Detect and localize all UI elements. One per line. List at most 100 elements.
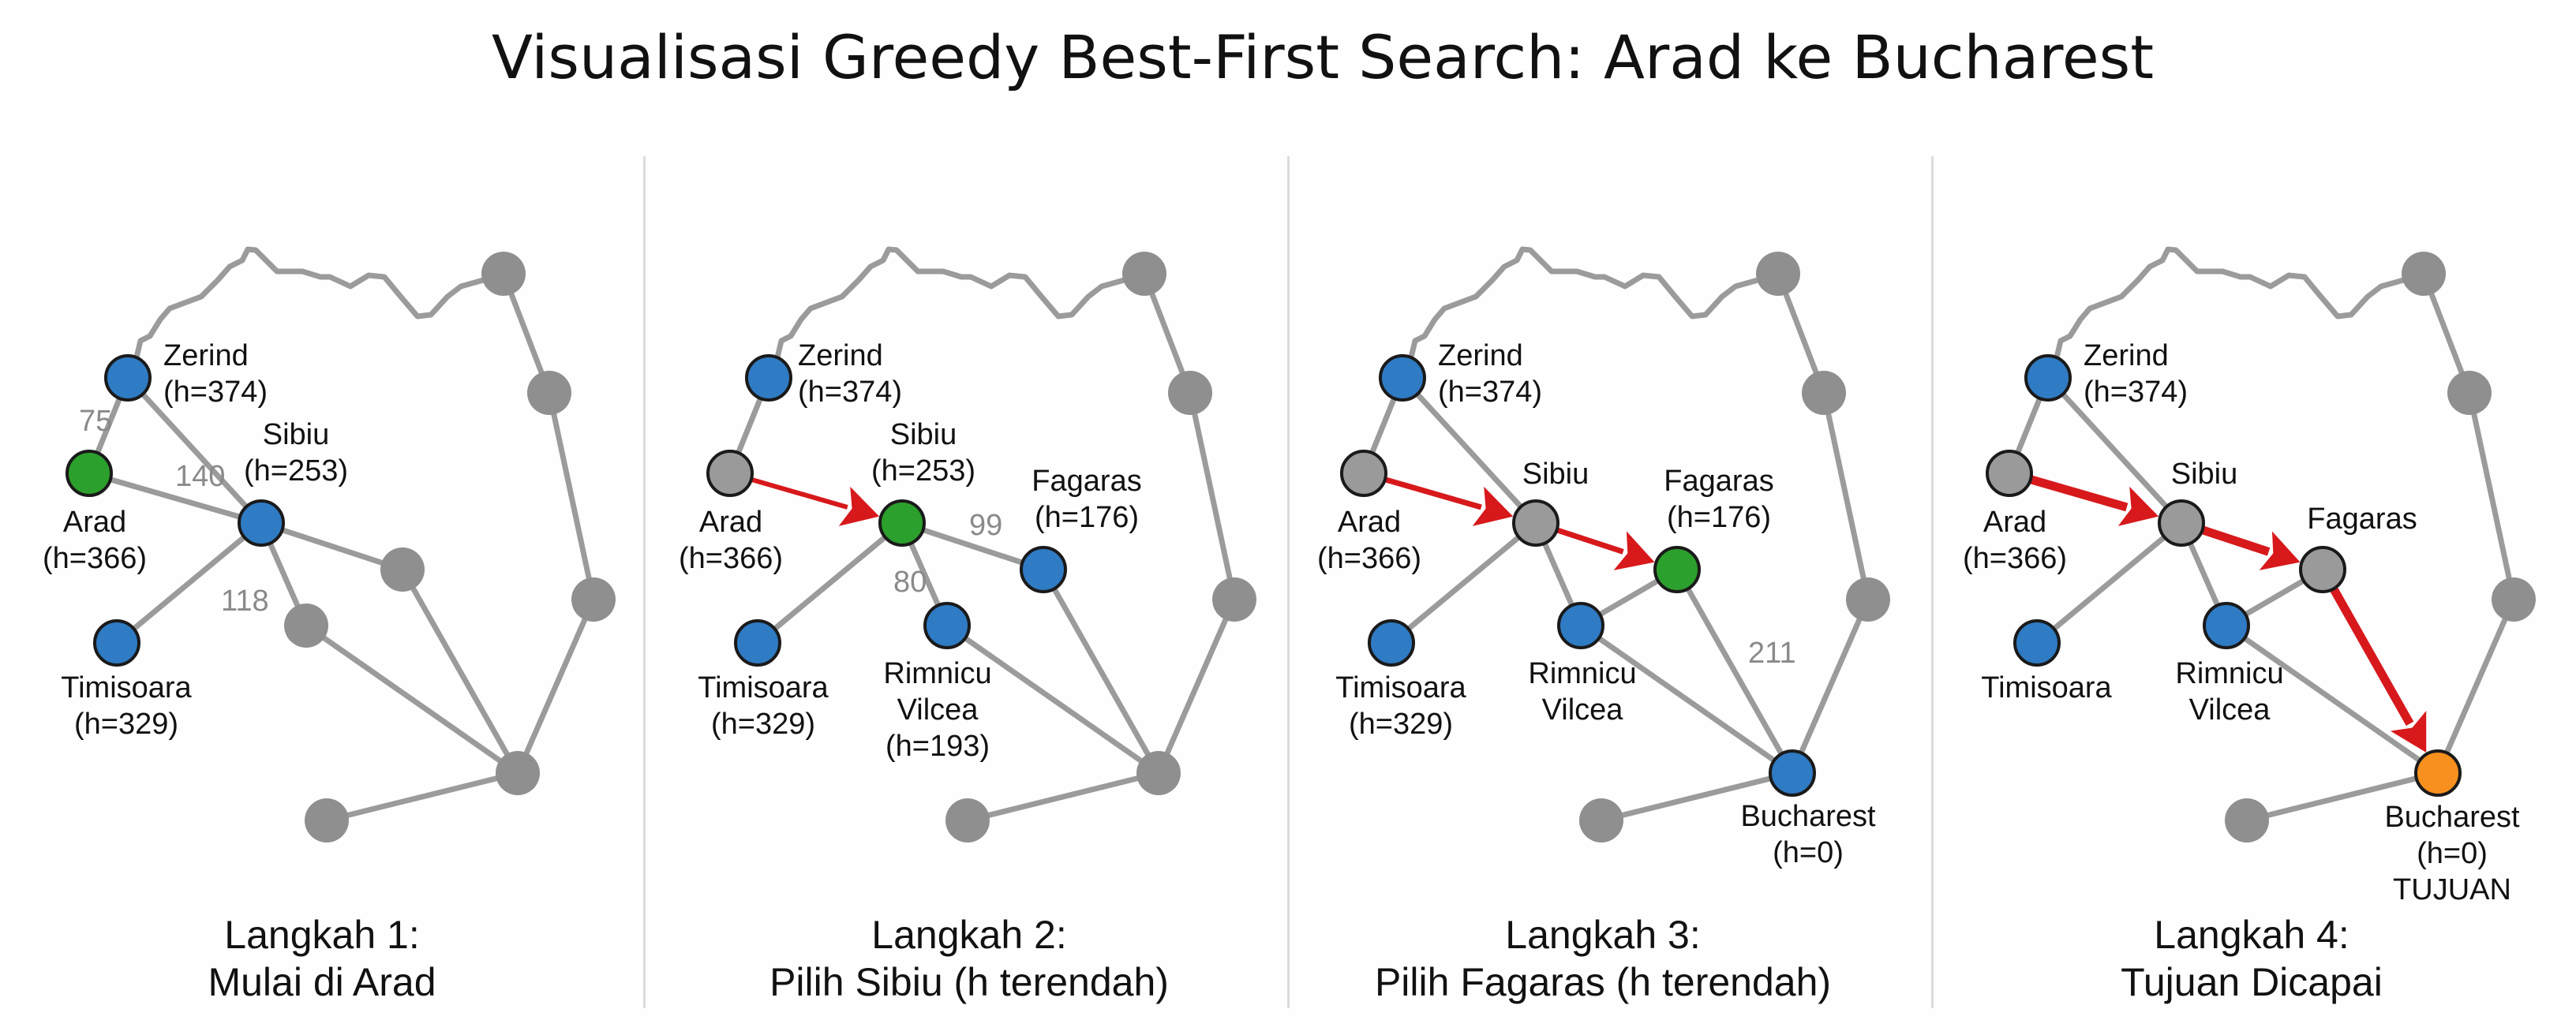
path-arrow-sibiu-fagaras xyxy=(1554,526,1655,570)
edge-n3-n2 xyxy=(1187,392,1237,600)
node-n2 xyxy=(1168,371,1212,415)
step-description: Pilih Fagaras (h terendah) xyxy=(1374,960,1832,1004)
edge-weight-label: 75 xyxy=(79,405,112,438)
step-caption: Langkah 4: Tujuan Dicapai xyxy=(1930,911,2574,1006)
step-caption: Langkah 3: Pilih Fagaras (h terendah) xyxy=(1281,911,1925,1006)
node-sibiu xyxy=(2158,499,2205,547)
node-zerind xyxy=(1379,354,1426,402)
step-caption: Langkah 1: Mulai di Arad xyxy=(0,911,644,1006)
node-fagaras xyxy=(1653,546,1701,593)
edge-sibiu-timisoara xyxy=(1389,521,1538,645)
node-n3 xyxy=(2492,577,2536,622)
node-label-zerind: Zerind(h=374) xyxy=(163,339,268,409)
panel-separator xyxy=(1931,156,1934,1008)
node-rimnicu xyxy=(2203,602,2250,649)
step-caption: Langkah 2: Pilih Sibiu (h terendah) xyxy=(647,911,1291,1006)
node-giurgiu xyxy=(2225,798,2269,843)
node-n3 xyxy=(1846,577,1890,622)
edge-weight-label: 80 xyxy=(893,566,927,599)
node-giurgiu xyxy=(1579,798,1623,843)
edge-n3-n2 xyxy=(2466,392,2517,600)
edge-weight-label: 99 xyxy=(969,509,1002,542)
node-n1 xyxy=(2402,252,2446,296)
graph-map: Zerind(h=374)SibiuFagarasArad(h=366)Timi… xyxy=(1963,246,2536,906)
node-label-fagaras: Fagaras xyxy=(2307,503,2417,536)
edge-bucharest-n3 xyxy=(515,598,597,775)
edge-sibiu-timisoara xyxy=(114,521,264,645)
edge-rimnicu-bucharest xyxy=(304,623,520,775)
node-label-arad: Arad(h=366) xyxy=(43,506,147,575)
node-label-fagaras: Fagaras(h=176) xyxy=(1032,465,1141,534)
node-timisoara xyxy=(2013,619,2061,667)
node-n1 xyxy=(481,252,526,296)
node-rimnicu xyxy=(923,602,971,649)
node-label-timisoara: Timisoara(h=329) xyxy=(698,671,829,741)
map-border-edge xyxy=(766,246,1148,381)
path-arrow-arad-sibiu xyxy=(1383,476,1514,526)
map-border-edge xyxy=(125,246,507,381)
node-sibiu xyxy=(878,499,926,547)
node-label-bucharest: Bucharest(h=0) xyxy=(1740,800,1876,869)
node-bucharest xyxy=(1769,749,1816,797)
node-label-arad: Arad(h=366) xyxy=(679,506,783,575)
map-border-edge xyxy=(1399,246,1781,381)
edge-sibiu-fagaras xyxy=(260,520,404,573)
panel-separator xyxy=(643,156,646,1008)
node-n2 xyxy=(1802,371,1846,415)
node-label-sibiu: Sibiu xyxy=(2171,458,2238,491)
edge-arad-sibiu xyxy=(88,470,262,526)
node-zerind xyxy=(2024,354,2072,402)
path-arrow-arad-sibiu xyxy=(2027,474,2159,526)
node-timisoara xyxy=(734,619,781,667)
edge-rimnicu-bucharest xyxy=(2224,623,2440,775)
edge-rimnicu-bucharest xyxy=(945,623,1161,775)
path-arrow-arad-sibiu xyxy=(749,476,880,526)
edge-bucharest-giurgiu xyxy=(2246,770,2439,824)
node-fagaras xyxy=(1020,546,1067,593)
edge-sibiu-timisoara xyxy=(755,521,904,645)
node-rimnicu xyxy=(1557,602,1604,649)
node-label-arad: Arad(h=366) xyxy=(1963,506,2067,575)
node-label-timisoara: Timisoara(h=329) xyxy=(61,671,192,741)
node-n1 xyxy=(1122,252,1166,296)
node-giurgiu xyxy=(305,798,349,843)
node-bucharest xyxy=(2414,749,2462,797)
step-number: Langkah 1: xyxy=(224,913,420,957)
node-zerind xyxy=(745,354,792,402)
edge-sibiu-timisoara xyxy=(2035,521,2184,645)
edge-sibiu-fagaras xyxy=(900,520,1045,573)
node-n3 xyxy=(1212,577,1256,622)
edge-bucharest-n3 xyxy=(2435,598,2517,775)
page-title: Visualisasi Greedy Best-First Search: Ar… xyxy=(491,22,2155,92)
node-sibiu xyxy=(238,499,285,547)
node-bucharest xyxy=(1136,751,1181,795)
edge-fagaras-bucharest xyxy=(1040,568,1162,775)
edge-n3-n2 xyxy=(1821,392,1871,600)
node-label-timisoara: Timisoara xyxy=(1981,671,2112,704)
node-giurgiu xyxy=(945,798,990,843)
node-label-zerind: Zerind(h=374) xyxy=(798,339,902,409)
node-rimnicu xyxy=(284,603,328,648)
node-label-bucharest: Bucharest(h=0)TUJUAN xyxy=(2384,801,2520,906)
node-sibiu xyxy=(1512,499,1559,547)
step-description: Tujuan Dicapai xyxy=(2121,960,2383,1004)
edge-weight-label: 118 xyxy=(221,585,269,618)
map-border-edge xyxy=(2045,246,2427,381)
node-timisoara xyxy=(1368,619,1415,667)
node-n2 xyxy=(527,371,571,415)
node-bucharest xyxy=(496,751,540,795)
node-label-sibiu: Sibiu(h=253) xyxy=(871,418,975,488)
edge-fagaras-bucharest xyxy=(1674,568,1795,775)
step-number: Langkah 4: xyxy=(2154,913,2349,957)
edge-bucharest-n3 xyxy=(1155,598,1237,775)
node-n1 xyxy=(1756,252,1800,296)
edge-weight-label: 140 xyxy=(175,460,225,493)
node-arad xyxy=(66,450,113,497)
edge-zerind-sibiu xyxy=(1400,376,1538,525)
